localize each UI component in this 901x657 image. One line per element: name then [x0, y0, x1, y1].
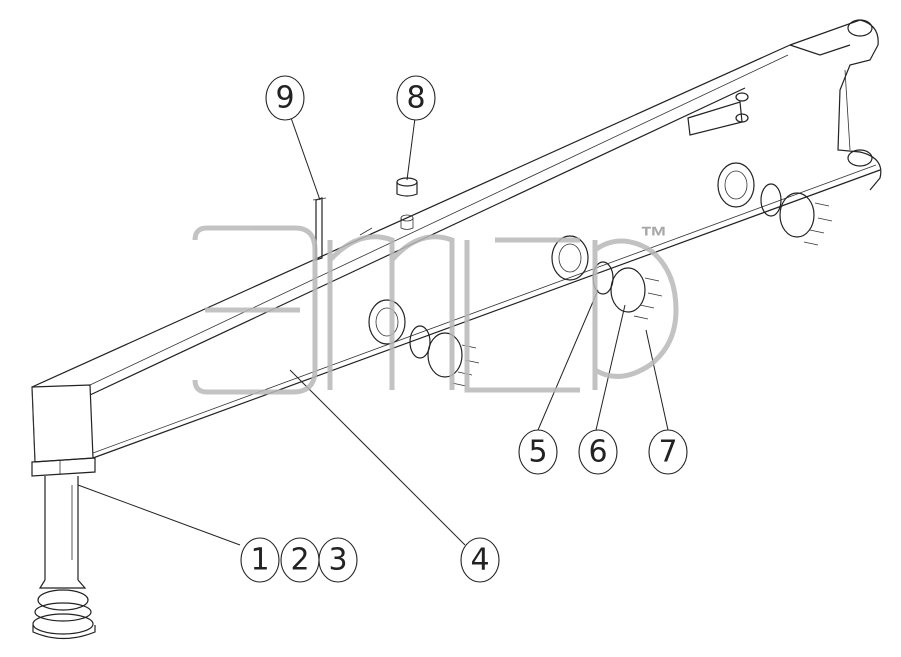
- bushing-part: [396, 177, 418, 230]
- callout-6-label: 6: [588, 435, 607, 470]
- callout-4-label: 4: [470, 543, 489, 578]
- callout-9: 9: [265, 75, 305, 121]
- port-middle: [551, 235, 589, 281]
- callout-8-label: 8: [406, 81, 425, 116]
- port-right: [717, 162, 755, 208]
- port-left: [368, 299, 406, 345]
- callout-2-label: 2: [290, 543, 309, 578]
- leader-lines: [77, 114, 669, 546]
- callout-3-label: 3: [328, 543, 347, 578]
- callout-7: 7: [648, 429, 688, 475]
- inspection-ports: [368, 162, 755, 345]
- callout-4: 4: [460, 537, 500, 583]
- watermark-logo: ™: [192, 221, 679, 395]
- boom-body: [31, 44, 881, 477]
- cover-plates: [427, 192, 815, 378]
- trademark-mark: ™: [640, 221, 668, 252]
- outrigger-leg: [32, 476, 96, 640]
- callout-7-label: 7: [658, 435, 677, 470]
- callout-9-label: 9: [275, 81, 294, 116]
- boom-heel: [687, 19, 882, 191]
- callout-1: 1: [240, 537, 280, 583]
- callout-5: 5: [518, 429, 558, 475]
- callout-8: 8: [396, 75, 436, 121]
- callout-3: 3: [318, 537, 358, 583]
- callout-2: 2: [280, 537, 320, 583]
- callout-6: 6: [578, 429, 618, 475]
- callout-5-label: 5: [528, 435, 547, 470]
- callout-1-label: 1: [250, 543, 269, 578]
